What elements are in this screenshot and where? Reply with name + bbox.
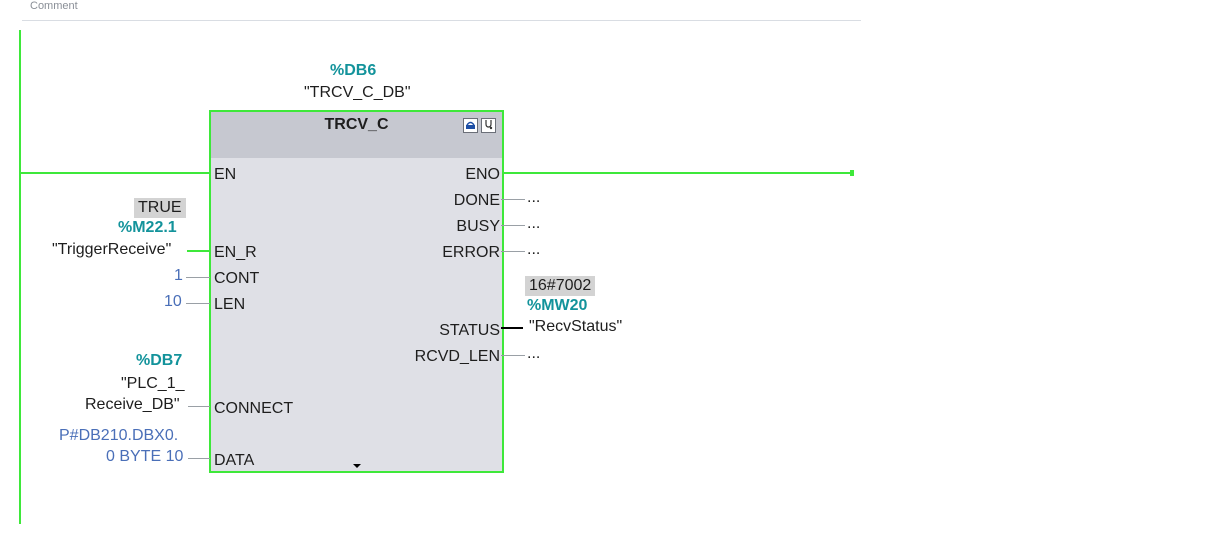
- diagnostics-icon[interactable]: [481, 118, 496, 133]
- comment-label: Comment: [30, 0, 78, 12]
- status-address[interactable]: %MW20: [527, 297, 588, 314]
- expand-arrow-icon[interactable]: [353, 464, 361, 468]
- pin-en-r[interactable]: EN_R: [214, 244, 257, 261]
- instance-db-name[interactable]: "TRCV_C_DB": [304, 84, 411, 101]
- data-line2[interactable]: 0 BYTE 10: [106, 448, 184, 465]
- cont-wire: [186, 277, 210, 278]
- len-wire: [186, 303, 210, 304]
- pin-rcvd-len[interactable]: RCVD_LEN: [414, 348, 500, 365]
- pin-eno[interactable]: ENO: [465, 166, 500, 183]
- error-wire: [501, 251, 525, 252]
- pin-status[interactable]: STATUS: [439, 322, 500, 339]
- pin-error[interactable]: ERROR: [442, 244, 500, 261]
- rcvd-len-wire: [501, 355, 525, 356]
- pin-en[interactable]: EN: [214, 166, 237, 183]
- en-wire: [21, 172, 210, 174]
- busy-value[interactable]: ...: [527, 215, 541, 232]
- len-value[interactable]: 10: [164, 293, 182, 310]
- data-line1[interactable]: P#DB210.DBX0.: [59, 427, 179, 444]
- status-wire: [501, 327, 523, 329]
- block-header: TRCV_C: [211, 112, 502, 158]
- eno-wire-end: [850, 170, 854, 176]
- trcv-c-block[interactable]: TRCV_C EN EN_R CONT LEN CONNECT DATA ENO…: [209, 110, 504, 473]
- connect-tag-line2[interactable]: Receive_DB": [85, 396, 180, 413]
- pin-data[interactable]: DATA: [214, 452, 255, 469]
- connect-address[interactable]: %DB7: [136, 352, 183, 369]
- pin-cont[interactable]: CONT: [214, 270, 260, 287]
- connect-wire: [188, 406, 210, 407]
- error-value[interactable]: ...: [527, 241, 541, 258]
- connect-tag-line1[interactable]: "PLC_1_: [121, 375, 185, 392]
- en-r-wire: [187, 250, 210, 252]
- network-comment-field[interactable]: Comment: [22, 0, 861, 21]
- data-wire: [188, 458, 210, 459]
- rcvd-len-value[interactable]: ...: [527, 345, 541, 362]
- pin-busy[interactable]: BUSY: [456, 218, 500, 235]
- online-icon[interactable]: [463, 118, 478, 133]
- busy-wire: [501, 225, 525, 226]
- pin-len[interactable]: LEN: [214, 296, 246, 313]
- power-rail: [19, 30, 21, 524]
- status-monitor-value: 16#7002: [525, 276, 596, 296]
- en-r-address[interactable]: %M22.1: [118, 219, 177, 236]
- pin-done[interactable]: DONE: [453, 192, 500, 209]
- status-tag[interactable]: "RecvStatus": [529, 318, 623, 335]
- block-title: TRCV_C: [324, 116, 389, 133]
- pin-connect[interactable]: CONNECT: [214, 400, 294, 417]
- en-r-status-value: TRUE: [134, 198, 186, 218]
- done-value[interactable]: ...: [527, 189, 541, 206]
- instance-db-address[interactable]: %DB6: [330, 62, 377, 79]
- en-r-tag[interactable]: "TriggerReceive": [52, 241, 172, 258]
- cont-value[interactable]: 1: [174, 267, 183, 284]
- eno-wire: [501, 172, 852, 174]
- done-wire: [501, 199, 525, 200]
